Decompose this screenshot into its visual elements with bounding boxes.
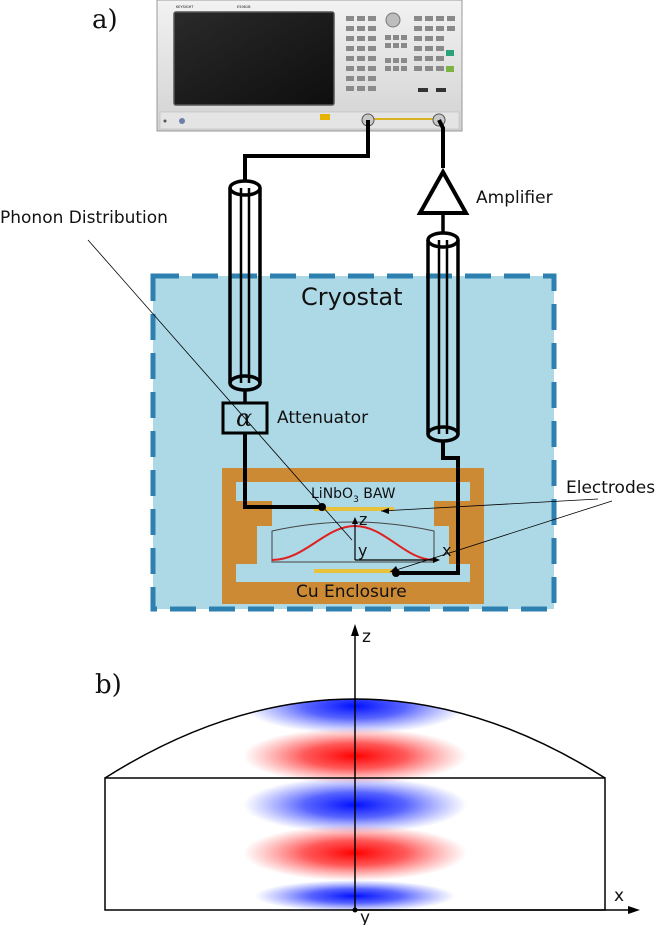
axis-y-label: y — [360, 908, 370, 925]
enclosure-label: Cu Enclosure — [296, 582, 407, 602]
electrodes-leader-bottom — [389, 500, 613, 573]
axis-z-label: z — [362, 627, 371, 647]
axis-x-label: x — [614, 886, 624, 906]
axis-y-label-small: y — [358, 541, 367, 560]
origin-point — [352, 907, 358, 913]
instrument-keypad — [346, 12, 455, 92]
panel-a-label: a) — [92, 5, 118, 35]
electrodes-leader-top — [380, 498, 599, 512]
top-contact — [318, 503, 326, 511]
input-coax — [228, 179, 262, 403]
axis-x-label-small: x — [442, 541, 451, 560]
amplifier-label: Amplifier — [476, 188, 553, 208]
network-analyzer: KEYSIGHT E5061B — [156, 0, 463, 132]
top-electrode — [314, 507, 394, 511]
bottom-electrode — [314, 569, 394, 573]
input-cable — [243, 120, 370, 182]
output-coax — [426, 213, 460, 443]
panel-b-label: b) — [95, 670, 122, 700]
baw-label: LiNbO3 BAW — [311, 486, 396, 505]
instrument-screen — [173, 11, 335, 106]
axis-z-label-small: z — [359, 510, 367, 529]
instrument-brand: KEYSIGHT — [176, 5, 194, 9]
phonon-leader-line — [87, 239, 353, 541]
cu-enclosure — [222, 468, 484, 604]
enclosure-output-wire — [396, 441, 460, 575]
attenuator-label: Attenuator — [277, 408, 368, 428]
amplifier-icon — [416, 167, 470, 215]
electrodes-label: Electrodes — [566, 478, 655, 498]
enclosure-input-wire — [243, 433, 322, 509]
baw-crystal — [271, 521, 435, 563]
cryostat-label: Cryostat — [301, 283, 403, 311]
output-cable — [437, 119, 445, 168]
instrument-model: E5061B — [237, 5, 251, 9]
phonon-label: Phonon Distribution — [0, 208, 168, 228]
